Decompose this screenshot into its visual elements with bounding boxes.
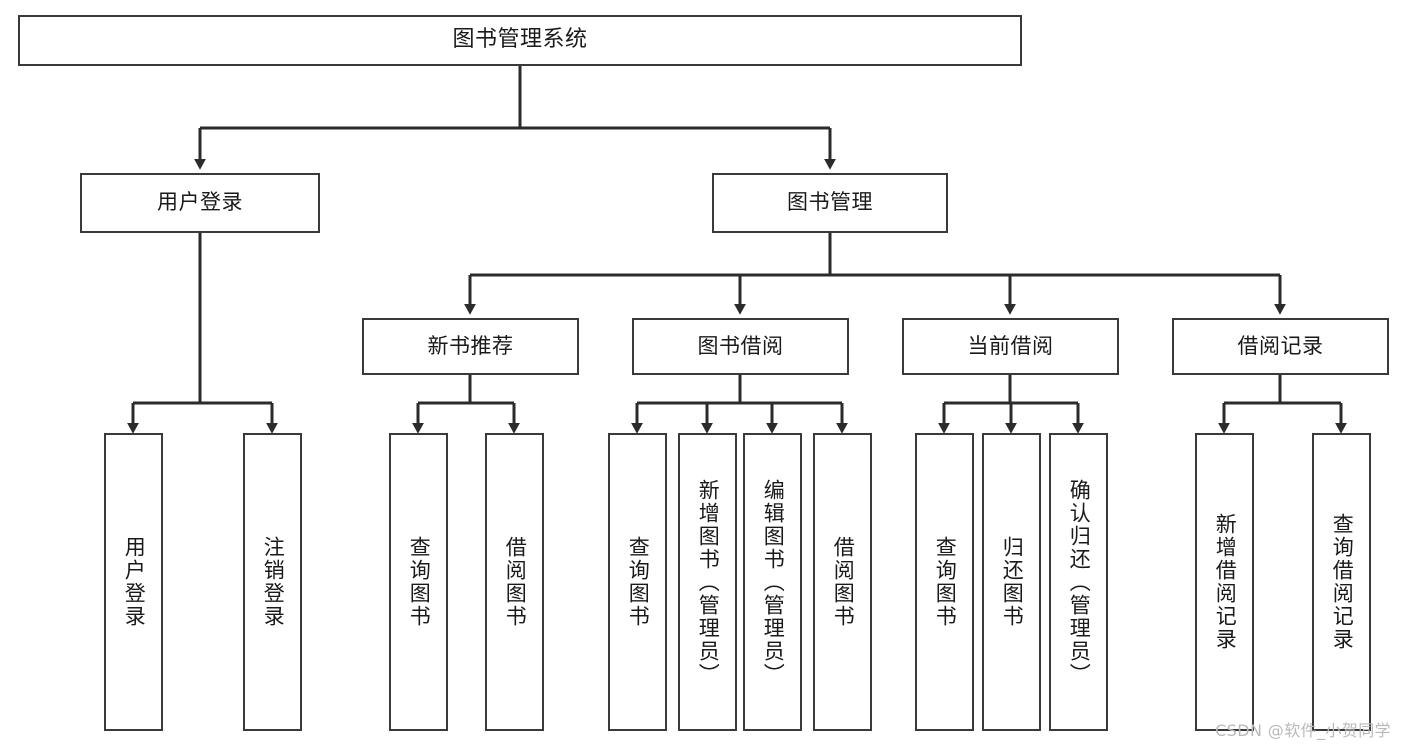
node-leaf-logout-login[interactable]: 注销登录: [243, 433, 302, 731]
node-book-borrow[interactable]: 图书借阅: [632, 318, 849, 375]
node-label: 新增借阅记录: [1213, 513, 1238, 651]
node-leaf-edit-book[interactable]: 编辑图书（管理员）: [743, 433, 802, 731]
node-current-borrow[interactable]: 当前借阅: [902, 318, 1119, 375]
node-label: 新增图书（管理员）: [696, 478, 721, 686]
watermark: CSDN @软件_小贺同学: [1215, 721, 1391, 740]
node-leaf-confirm-return[interactable]: 确认归还（管理员）: [1049, 433, 1108, 731]
node-label: 查询图书: [407, 536, 432, 628]
node-label: 编辑图书（管理员）: [761, 478, 786, 686]
node-leaf-user-login[interactable]: 用户登录: [104, 433, 163, 731]
node-label: 新书推荐: [427, 333, 514, 358]
node-label: 确认归还（管理员）: [1067, 478, 1092, 686]
node-label: 图书管理系统: [452, 27, 588, 53]
node-label: 注销登录: [261, 536, 286, 628]
node-label: 图书借阅: [697, 333, 784, 358]
node-label: 查询借阅记录: [1330, 513, 1355, 651]
node-leaf-query-borrow-record[interactable]: 查询借阅记录: [1312, 433, 1371, 731]
node-leaf-return-book[interactable]: 归还图书: [982, 433, 1041, 731]
node-label: 借阅记录: [1237, 333, 1324, 358]
node-leaf-add-borrow-record[interactable]: 新增借阅记录: [1195, 433, 1254, 731]
node-label: 借阅图书: [503, 536, 528, 628]
node-borrow-record[interactable]: 借阅记录: [1172, 318, 1389, 375]
node-leaf-borrow-book-recommend[interactable]: 借阅图书: [485, 433, 544, 731]
node-leaf-query-book-recommend[interactable]: 查询图书: [389, 433, 448, 731]
node-root-book-management-system[interactable]: 图书管理系统: [18, 15, 1022, 66]
node-label: 查询图书: [933, 536, 958, 628]
node-label: 用户登录: [157, 190, 243, 215]
node-label: 用户登录: [122, 536, 147, 628]
node-label: 归还图书: [1000, 536, 1025, 628]
node-label: 借阅图书: [831, 536, 856, 628]
node-user-login[interactable]: 用户登录: [80, 173, 320, 233]
node-label: 当前借阅: [967, 333, 1054, 358]
node-new-book-recommend[interactable]: 新书推荐: [362, 318, 579, 375]
node-book-management[interactable]: 图书管理: [712, 173, 948, 233]
node-label: 查询图书: [626, 536, 651, 628]
node-leaf-borrow-book[interactable]: 借阅图书: [813, 433, 872, 731]
node-leaf-query-book-borrow[interactable]: 查询图书: [608, 433, 667, 731]
node-leaf-add-book[interactable]: 新增图书（管理员）: [678, 433, 737, 731]
node-leaf-query-book-current[interactable]: 查询图书: [915, 433, 974, 731]
node-label: 图书管理: [787, 190, 873, 215]
